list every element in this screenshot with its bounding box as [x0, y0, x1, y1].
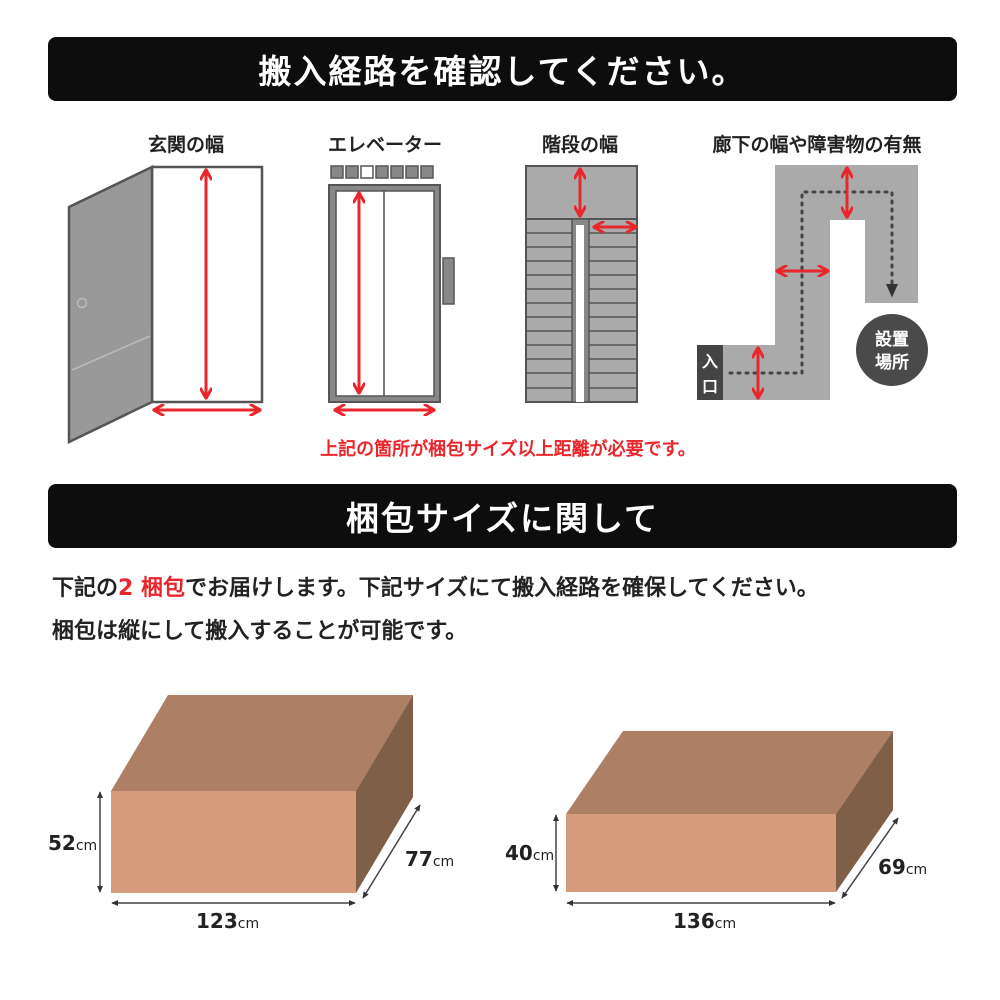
route-banner: 搬入経路を確認してください。 — [48, 37, 957, 101]
delivery-info-line: 下記の2 梱包でお届けします。下記サイズにて搬入経路を確保してください。 — [52, 576, 819, 601]
svg-text:69cm: 69cm — [878, 855, 927, 879]
package-count: 2 梱包 — [118, 576, 185, 601]
package-2: 40cm 136cm 69cm — [505, 731, 927, 933]
svg-text:52cm: 52cm — [48, 831, 97, 855]
package-1-depth: 77 — [405, 847, 433, 871]
package-1-width: 123 — [196, 909, 238, 933]
orientation-info-line: 梱包は縦にして搬入することが可能です。 — [52, 619, 468, 644]
package-1: 52cm 123cm 77cm — [48, 695, 454, 933]
svg-text:77cm: 77cm — [405, 847, 454, 871]
destination-label: 場所 — [875, 353, 909, 373]
svg-text:123cm: 123cm — [196, 909, 259, 933]
door-knob-icon — [76, 297, 88, 309]
elevator-illustration — [328, 165, 455, 410]
package-2-width: 136 — [673, 909, 715, 933]
destination-badge — [856, 314, 928, 386]
entrance-marker — [697, 345, 723, 400]
package-2-depth: 69 — [878, 855, 906, 879]
entrance-label: 入 — [702, 352, 718, 371]
requirement-note: 上記の箇所が梱包サイズ以上距離が必要です。 — [320, 439, 696, 460]
elevator-button-icon — [442, 257, 455, 305]
svg-text:136cm: 136cm — [673, 909, 736, 933]
label-entrance-width: 玄関の幅 — [147, 134, 225, 156]
label-elevator: エレベーター — [327, 134, 443, 156]
entrance-door-illustration — [67, 165, 264, 444]
destination-label: 設置 — [875, 329, 909, 350]
entrance-label: 口 — [702, 377, 718, 396]
label-corridor: 廊下の幅や障害物の有無 — [712, 134, 922, 156]
package-1-height: 52 — [48, 831, 76, 855]
corridor-illustration: 入 口 設置 場所 — [697, 165, 928, 400]
package-size-banner: 梱包サイズに関して — [48, 484, 957, 548]
label-stair-width: 階段の幅 — [541, 134, 619, 156]
svg-text:40cm: 40cm — [505, 841, 554, 865]
stairs-illustration — [525, 165, 638, 403]
package-2-height: 40 — [505, 841, 533, 865]
